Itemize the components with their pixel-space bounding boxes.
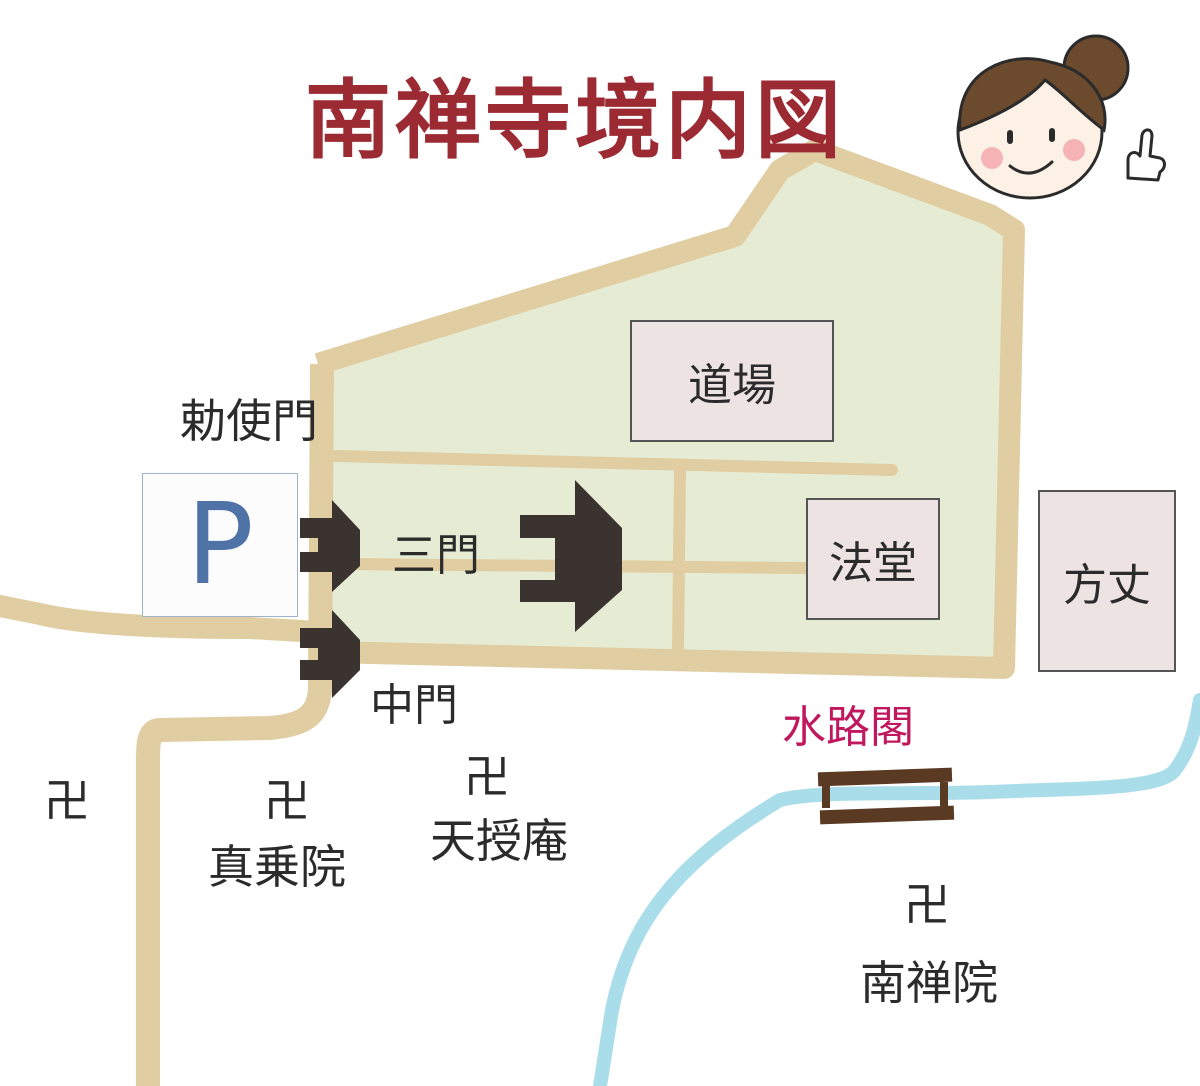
hatto-label: 法堂 bbox=[829, 538, 917, 589]
tenjuan-label: 天授庵 bbox=[430, 814, 568, 868]
thumbs-up-icon bbox=[1126, 128, 1166, 182]
inner-path-north bbox=[329, 450, 898, 476]
inner-path-vertical bbox=[672, 464, 686, 656]
suirokaku-label: 水路閣 bbox=[782, 702, 914, 753]
mascot-girl-icon bbox=[956, 34, 1130, 200]
shinjoin-label: 真乗院 bbox=[208, 840, 346, 894]
chokushimon-gate-icon bbox=[300, 500, 360, 592]
chumon-label: 中門 bbox=[370, 680, 458, 731]
grounds-boundary-road bbox=[314, 139, 1025, 679]
suirokaku-bridge bbox=[817, 767, 955, 825]
main-road bbox=[136, 363, 334, 1086]
dojo-building: 道場 bbox=[630, 320, 834, 442]
hojo-label: 方丈 bbox=[1063, 560, 1151, 611]
sanmon-gate-icon bbox=[520, 480, 622, 632]
hatto-building: 法堂 bbox=[806, 498, 940, 620]
temple-symbol-icon: 卍 bbox=[44, 774, 90, 828]
temple-symbol-icon: 卍 bbox=[904, 878, 950, 932]
hojo-building: 方丈 bbox=[1038, 490, 1176, 672]
parking-sign: P bbox=[142, 473, 298, 617]
west-road bbox=[0, 595, 329, 643]
map-title: 南禅寺境内図 bbox=[305, 70, 845, 171]
water-canal bbox=[593, 693, 1200, 1086]
temple-symbol-icon: 卍 bbox=[464, 750, 510, 804]
dojo-label: 道場 bbox=[688, 360, 776, 411]
sanmon-label: 三門 bbox=[392, 530, 480, 581]
nanzenin-label: 南禅院 bbox=[860, 956, 998, 1010]
chumon-gate-icon bbox=[300, 610, 360, 698]
chokushimon-label: 勅使門 bbox=[180, 394, 318, 448]
temple-symbol-icon: 卍 bbox=[264, 774, 310, 828]
